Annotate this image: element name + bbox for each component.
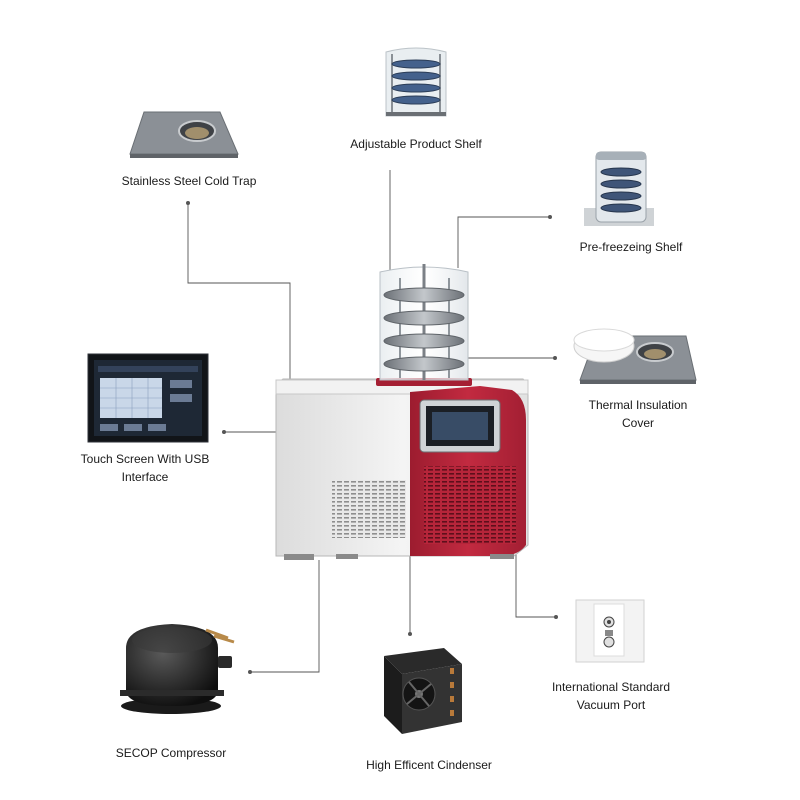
leader-prefreezing-shelf (457, 216, 550, 268)
label-prefreezing-shelf: Pre-freezeing Shelf (556, 238, 706, 256)
label-insulation-cover: Thermal Insulation Cover (568, 396, 708, 432)
insulation-cover-image (573, 328, 697, 384)
label-cold-trap: Stainless Steel Cold Trap (104, 172, 274, 190)
label-product-shelf-text: Adjustable Product Shelf (350, 137, 482, 151)
label-compressor-text: SECOP Compressor (115, 746, 227, 760)
cold-trap-image (129, 111, 239, 158)
label-vacuum-port-line1: International Standard (551, 680, 671, 694)
label-condenser: High Efficent Cindenser (344, 756, 514, 774)
product-shelf-image (385, 47, 447, 117)
label-touch-screen-line1: Touch Screen With USB (80, 452, 210, 466)
chamber-shelves (383, 287, 465, 372)
label-vacuum-port: International Standard Vacuum Port (528, 678, 694, 714)
label-touch-screen: Touch Screen With USB Interface (60, 450, 230, 486)
leader-compressor (250, 560, 320, 673)
label-prefreezing-shelf-text: Pre-freezeing Shelf (579, 240, 683, 254)
touch-screen-image (87, 353, 209, 443)
label-touch-screen-line2: Interface (121, 470, 169, 484)
label-vacuum-port-line2: Vacuum Port (576, 698, 646, 712)
leader-cold-trap (187, 203, 291, 385)
label-cold-trap-text: Stainless Steel Cold Trap (121, 174, 257, 188)
leader-dots (186, 201, 558, 674)
compressor-image (120, 624, 235, 714)
vacuum-port-image (575, 599, 645, 663)
label-product-shelf: Adjustable Product Shelf (330, 135, 502, 153)
label-insulation-cover-line2: Cover (621, 416, 654, 430)
label-insulation-cover-line1: Thermal Insulation (588, 398, 688, 412)
label-condenser-text: High Efficent Cindenser (366, 758, 492, 772)
condenser-image (384, 648, 462, 734)
front-vent (424, 466, 516, 544)
side-vent (332, 480, 406, 538)
leader-vacuum-port (515, 538, 556, 618)
freeze-dryer-unit (275, 264, 529, 560)
prefreezing-shelf-image (584, 151, 654, 226)
label-compressor: SECOP Compressor (96, 744, 246, 762)
